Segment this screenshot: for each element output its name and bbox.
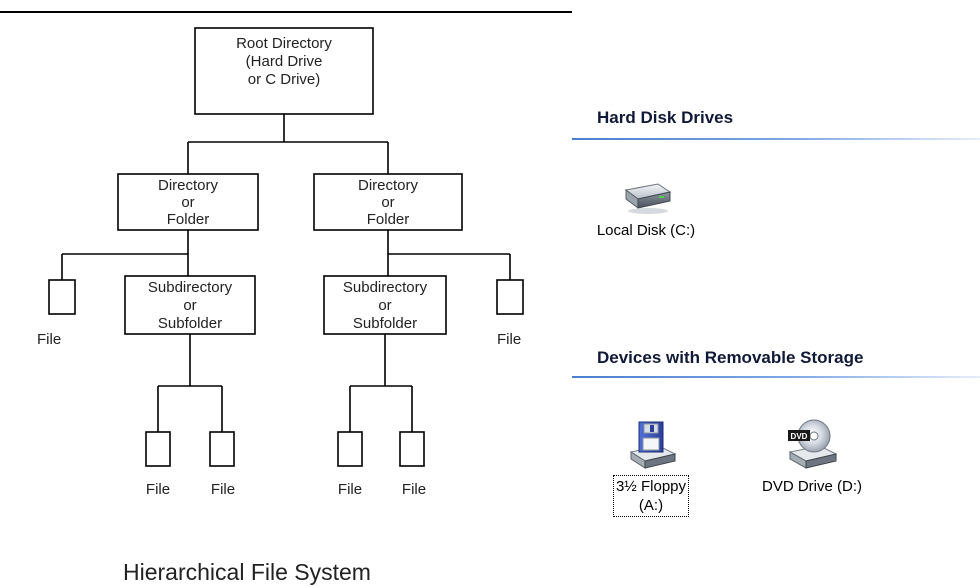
right-folder-line2: or [381, 194, 394, 211]
dvd-logo-text: DVD [791, 432, 808, 441]
right-subfolder-line2: or [378, 297, 391, 314]
left-folder-line2: or [181, 194, 194, 211]
right-subfolder-line1: Subdirectory [343, 279, 428, 296]
group-divider [572, 376, 980, 378]
file-box [48, 279, 76, 315]
left-subfolder-line3: Subfolder [158, 315, 222, 332]
right-subfolder-connector [349, 334, 413, 432]
drive-label-line1: 3½ Floppy [615, 478, 687, 495]
left-folder-connector [61, 230, 189, 280]
right-folder-connector [387, 230, 511, 280]
drive-floppy-a[interactable]: 3½ Floppy (A:) [610, 416, 692, 517]
left-folder-box [117, 173, 259, 231]
right-subfolder-line3: Subfolder [353, 315, 417, 332]
left-subfolder-line2: or [183, 297, 196, 314]
file-label: File [146, 481, 170, 498]
file-label: File [211, 481, 235, 498]
left-folder-line3: Folder [167, 211, 210, 228]
left-subfolder-line1: Subdirectory [148, 279, 233, 296]
file-box [337, 431, 363, 467]
drive-dvd-d[interactable]: DVD DVD Drive (D:) [742, 416, 882, 497]
root-label-line3: or C Drive) [248, 71, 321, 88]
group-title-removable-storage: Devices with Removable Storage [597, 348, 864, 367]
file-label: File [338, 481, 362, 498]
floppy-drive-icon [629, 421, 677, 469]
file-box [145, 431, 171, 467]
file-box [496, 279, 524, 315]
drive-label-line2: (A:) [638, 497, 664, 514]
left-subfolder-connector [157, 334, 223, 432]
file-box [399, 431, 425, 467]
file-label: File [497, 331, 521, 348]
hard-disk-icon [624, 183, 672, 214]
left-folder-line1: Directory [158, 177, 219, 194]
root-label-line2: (Hard Drive [246, 53, 323, 70]
left-subfolder-box [124, 275, 256, 335]
hierarchy-diagram: Root Directory (Hard Drive or C Drive) D… [0, 11, 572, 585]
drive-local-disk-c[interactable]: Local Disk (C:) [586, 176, 706, 241]
file-label: File [402, 481, 426, 498]
drive-label: Local Disk (C:) [596, 222, 696, 239]
group-title-hard-disk-drives: Hard Disk Drives [597, 108, 734, 127]
right-folder-line3: Folder [367, 211, 410, 228]
right-folder-line1: Directory [358, 177, 419, 194]
dvd-drive-icon: DVD [788, 419, 838, 469]
root-label-line1: Root Directory [236, 35, 332, 52]
right-subfolder-box [323, 275, 447, 335]
drive-label: 3½ Floppy (A:) [612, 475, 690, 517]
group-divider [572, 138, 980, 140]
drive-label: DVD Drive (D:) [762, 478, 862, 495]
root-connector [187, 114, 389, 174]
file-box [209, 431, 235, 467]
diagram-caption: Hierarchical File System [123, 559, 371, 585]
drive-list-panel: Hard Disk Drives Local Disk (C:) Devices… [572, 0, 980, 587]
file-label: File [37, 331, 61, 348]
